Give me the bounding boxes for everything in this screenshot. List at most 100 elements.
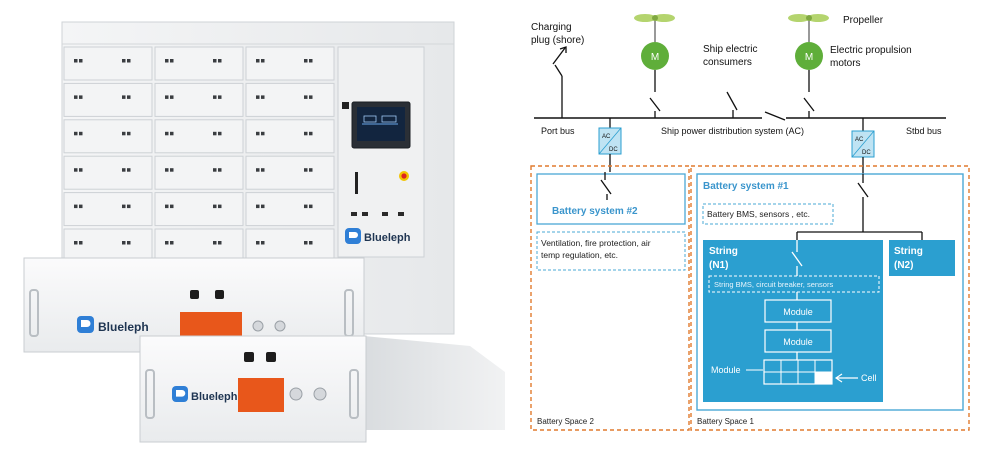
power-terminal[interactable] xyxy=(238,378,284,412)
cabinet-drawer xyxy=(154,155,244,190)
string-n2-box xyxy=(889,240,955,276)
svg-text:AC: AC xyxy=(602,134,611,140)
drawer-latch xyxy=(309,241,313,245)
cabinet-drawer xyxy=(63,82,153,117)
module-box xyxy=(764,299,832,323)
drawer-latch xyxy=(304,59,308,63)
drawer-latch xyxy=(261,241,265,245)
control-panel: Blueleph xyxy=(342,101,411,244)
drawer-latch xyxy=(256,59,260,63)
cell-label: Cell xyxy=(861,373,877,383)
indicator-square xyxy=(342,102,349,109)
drawer-latch xyxy=(165,59,169,63)
ship-consumers-label: Ship electric consumers xyxy=(703,44,760,68)
module-label: Module xyxy=(783,307,813,317)
drawer-latch xyxy=(309,59,313,63)
drawer-latch xyxy=(74,59,78,63)
drawer-latch xyxy=(165,168,169,172)
bms-sensors-text: Battery BMS, sensors , etc. xyxy=(707,209,810,219)
drawer-latch xyxy=(256,131,260,136)
drawer-latch xyxy=(261,59,265,63)
drawer-latch xyxy=(304,131,308,136)
string-n1-box xyxy=(703,240,883,402)
distribution-label: Ship power distribution system (AC) xyxy=(661,126,804,136)
propeller-icon xyxy=(788,14,829,42)
drawer-latch xyxy=(309,131,313,136)
module-box xyxy=(764,329,832,353)
drawer-latch xyxy=(74,204,78,209)
drawer-latch xyxy=(122,168,126,172)
drawer-latch xyxy=(165,95,169,99)
drawer-latch xyxy=(309,204,313,209)
cabinet-drawer xyxy=(245,119,335,154)
propulsion-motors-label: Electric propulsion motors xyxy=(830,45,915,69)
drawer-latch xyxy=(79,95,83,99)
ventilation-text: Ventilation, fire protection, air temp r… xyxy=(541,238,653,260)
drawer-latch xyxy=(261,168,265,172)
drawer-latch xyxy=(304,95,308,99)
battery-system-2-title: Battery system #2 xyxy=(552,206,638,217)
drawer-latch xyxy=(127,168,131,172)
rack-side-panel xyxy=(364,336,505,430)
drawer-latch xyxy=(165,131,169,136)
cabinet-drawer xyxy=(245,155,335,190)
drawer-latch xyxy=(122,204,126,209)
drawer-latch xyxy=(127,131,131,136)
rack-top-brand-text: Blueleph xyxy=(98,320,149,334)
drawer-latch xyxy=(304,241,308,245)
stbd-bus-label: Stbd bus xyxy=(906,126,942,136)
drawer-latch xyxy=(122,131,126,136)
drawer-latch xyxy=(74,241,78,245)
drawer-latch xyxy=(256,241,260,245)
drawer-latch xyxy=(218,204,222,209)
drawer-latch xyxy=(122,59,126,63)
drawer-latch xyxy=(213,95,217,99)
drawer-latch xyxy=(165,204,169,209)
ventilation-box xyxy=(536,231,686,271)
drawer-latch xyxy=(170,59,174,63)
charging-plug-icon xyxy=(552,46,567,118)
bms-sensors-box xyxy=(702,203,834,225)
product-photo: Blueleph Blueleph Blueleph xyxy=(23,21,505,443)
drawer-latch xyxy=(213,131,217,136)
drawer-latch xyxy=(213,204,217,209)
battery-space-1-label: Battery Space 1 xyxy=(697,417,754,426)
svg-text:DC: DC xyxy=(862,150,871,156)
cabinet-drawer xyxy=(63,119,153,154)
cabinet-logo: Blueleph xyxy=(345,228,411,244)
drawer-latch xyxy=(170,168,174,172)
string-bms-box xyxy=(708,275,880,293)
drawer-latch xyxy=(79,241,83,245)
drawer-latch xyxy=(218,131,222,136)
power-terminal[interactable] xyxy=(180,312,242,338)
cabinet-drawer xyxy=(154,192,244,227)
ac-dc-converter: AC DC xyxy=(598,127,622,155)
cabinet-brand-text: Blueleph xyxy=(364,232,411,244)
drawer-latch xyxy=(170,241,174,245)
drawer-latch xyxy=(127,95,131,99)
motor-icon: M xyxy=(795,42,823,70)
cabinet-drawer xyxy=(63,228,153,263)
drawer-latch xyxy=(127,241,131,245)
rotary-switch[interactable] xyxy=(355,172,358,194)
control-buttons xyxy=(351,212,404,216)
drawer-latch xyxy=(213,168,217,172)
rack-front-brand-text: Blueleph xyxy=(191,391,238,403)
cell-highlight xyxy=(815,372,832,384)
drawer-latch xyxy=(79,168,83,172)
drawer-latch xyxy=(79,131,83,136)
rack-module-front: Blueleph xyxy=(139,335,367,443)
cabinet-drawer xyxy=(245,192,335,227)
drawer-latch xyxy=(127,59,131,63)
battery-space-1 xyxy=(690,165,970,431)
drawer-latch xyxy=(261,131,265,136)
string-bms-text: String BMS, circuit breaker, sensors xyxy=(714,280,833,289)
cell-grid xyxy=(763,359,833,385)
battery-system-1-title: Battery system #1 xyxy=(703,181,789,192)
cabinet-drawer xyxy=(63,192,153,227)
drawer-latch xyxy=(213,241,217,245)
string-n2-label: String (N2) xyxy=(894,246,926,271)
cabinet-drawer xyxy=(245,82,335,117)
port-bus-label: Port bus xyxy=(541,126,575,136)
